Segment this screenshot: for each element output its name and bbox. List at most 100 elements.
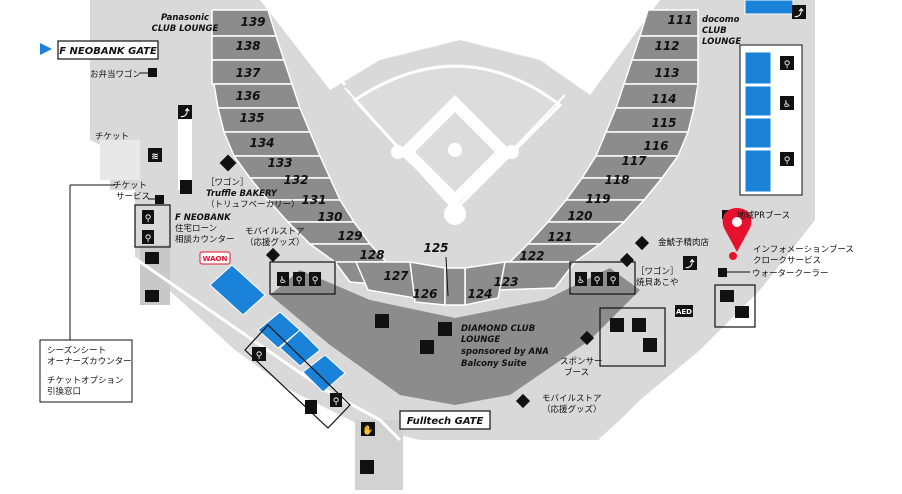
sponsor-booth-label: スポンサー ブース — [560, 357, 603, 378]
neobank-counter-label: F NEOBANK 住宅ローン 相談カウンター — [175, 213, 235, 245]
panasonic-lounge-label: Panasonic CLUB LOUNGE — [152, 13, 219, 34]
truffle-bakery-label: ［ワゴン］ Truffle BAKERY （トリュフベーカリー） — [206, 177, 300, 210]
svg-text:LOUNGE: LOUNGE — [702, 37, 741, 47]
left-stand-blocks — [211, 9, 446, 306]
section-134-label: 134 — [249, 136, 274, 150]
section-125-label: 125 — [423, 241, 448, 255]
wheelchair-icon: ♿ — [279, 276, 287, 286]
svg-text:DIAMOND CLUB: DIAMOND CLUB — [461, 324, 535, 334]
section-119-label: 119 — [585, 192, 610, 206]
third-base-circle — [391, 145, 405, 159]
section-111-label: 111 — [667, 13, 692, 27]
svg-text:チケット: チケット — [113, 181, 147, 191]
wheelchair-icon: ♿ — [783, 100, 791, 110]
mobile-store-right-label: モバイルストア （応援グッズ） — [542, 394, 602, 415]
svg-text:（応援グッズ）: （応援グッズ） — [542, 404, 602, 415]
section-116-label: 116 — [643, 139, 668, 153]
yakikai-label: ［ワゴン］ 焼貝あこや — [636, 266, 679, 288]
perimeter-line-top-right — [573, 0, 647, 81]
restroom-icon: ⚲ — [256, 351, 263, 361]
right-stand-blocks — [444, 9, 699, 306]
section-120-label: 120 — [567, 209, 592, 223]
svg-text:モバイルストア: モバイルストア — [542, 394, 602, 404]
section-122-label: 122 — [519, 249, 544, 263]
location-pin-icon — [722, 208, 752, 260]
svg-text:［ワゴン］: ［ワゴン］ — [636, 266, 679, 277]
water-cooler-label: ウォータークーラー — [752, 269, 829, 279]
restroom-icon: ⚲ — [312, 276, 319, 286]
svg-text:sponsored by ANA: sponsored by ANA — [461, 347, 549, 357]
section-127-label: 127 — [383, 269, 409, 283]
section-129-label: 129 — [337, 229, 362, 243]
hand-icon: ✋ — [362, 424, 373, 436]
svg-text:焼貝あこや: 焼貝あこや — [636, 278, 679, 288]
facility-boxes — [134, 204, 756, 429]
section-138-label: 138 — [235, 39, 260, 53]
section-121-label: 121 — [547, 230, 572, 244]
svg-text:［ワゴン］: ［ワゴン］ — [206, 177, 249, 188]
perimeter-line-right — [598, 229, 822, 442]
section-133-label: 133 — [267, 156, 292, 170]
svg-text:シーズンシート: シーズンシート — [47, 345, 106, 356]
escalator-icon: ⤴ — [180, 107, 190, 119]
section-136-label: 136 — [235, 89, 260, 103]
section-137-label: 137 — [235, 66, 261, 80]
svg-text:Fulltech GATE: Fulltech GATE — [407, 416, 484, 427]
perimeter-line-left — [129, 253, 402, 442]
svg-text:チケットオプション: チケットオプション — [47, 376, 124, 386]
left-stair-area — [100, 140, 140, 180]
svg-text:住宅ローン: 住宅ローン — [175, 223, 217, 234]
ticket-label: チケット — [95, 132, 129, 142]
restroom-icon: ⚲ — [145, 234, 152, 244]
section-117-label: 117 — [621, 154, 647, 168]
section-126-label: 126 — [412, 287, 437, 301]
svg-text:Balcony Suite: Balcony Suite — [461, 359, 527, 369]
section-112-label: 112 — [654, 39, 679, 53]
bento-wagon-label: お弁当ワゴン — [90, 69, 141, 80]
ticket-service-label: チケット サービス — [113, 181, 150, 202]
section-124-label: 124 — [467, 287, 492, 301]
section-132-label: 132 — [283, 173, 308, 187]
left-stair-strip — [178, 110, 192, 190]
mobile-store-left-label: モバイルストア （応援グッズ） — [245, 227, 305, 248]
restroom-icon: ⚲ — [145, 214, 152, 224]
section-135-label: 135 — [239, 111, 264, 125]
waon-logo: WAON — [199, 251, 231, 265]
svg-text:Truffle BAKERY: Truffle BAKERY — [206, 189, 278, 199]
svg-text:インフォメーションブース: インフォメーションブース — [753, 244, 854, 255]
svg-text:ブース: ブース — [564, 367, 589, 378]
section-131-label: 131 — [301, 193, 326, 207]
svg-text:スポンサー: スポンサー — [560, 357, 603, 367]
escalator-icon: ⤴ — [685, 258, 695, 270]
blue-seating-areas — [209, 0, 794, 393]
local-pr-label: 地域PRブース — [737, 210, 790, 221]
section-139-label: 139 — [240, 15, 265, 29]
wheelchair-icon: ♿ — [577, 276, 585, 286]
f-neobank-gate[interactable]: F NEOBANK GATE — [40, 40, 159, 60]
left-section-labels: 1391381371361351341331321311301291281271… — [235, 15, 437, 301]
section-125-leader — [445, 256, 449, 297]
svg-text:オーナーズカウンター: オーナーズカウンター — [47, 356, 132, 367]
svg-text:引換窓口: 引換窓口 — [47, 386, 81, 397]
svg-text:クロークサービス: クロークサービス — [753, 256, 821, 266]
fulltech-gate[interactable]: Fulltech GATE — [399, 410, 491, 430]
aed-label: AED — [676, 308, 692, 316]
season-seat-callout: シーズンシート オーナーズカウンター チケットオプション 引換窓口 — [39, 339, 133, 403]
icon-glyphs: ⤴ ⚲ ♿ ⚲ ⤴ ≋ ⚲ ⚲ ♿ ⚲ ⚲ ♿ ⚲ ⚲ ⤴ ✋ ⚲ ⚲ — [145, 7, 805, 436]
section-114-label: 114 — [651, 92, 676, 106]
svg-text:（応援グッズ）: （応援グッズ） — [245, 237, 305, 248]
svg-text:Panasonic: Panasonic — [161, 13, 209, 23]
section-115-label: 115 — [651, 116, 676, 130]
info-booth-label: インフォメーションブース クロークサービス — [753, 244, 854, 266]
svg-text:CLUB LOUNGE: CLUB LOUNGE — [152, 24, 219, 34]
svg-text:（トリュフベーカリー）: （トリュフベーカリー） — [206, 199, 300, 210]
section-113-label: 113 — [654, 66, 679, 80]
docomo-lounge-label: docomo CLUB LOUNGE — [702, 15, 741, 47]
section-123-label: 123 — [493, 275, 518, 289]
icon-squares — [142, 5, 806, 474]
restroom-icon: ⚲ — [333, 397, 340, 407]
section-118-label: 118 — [604, 173, 629, 187]
